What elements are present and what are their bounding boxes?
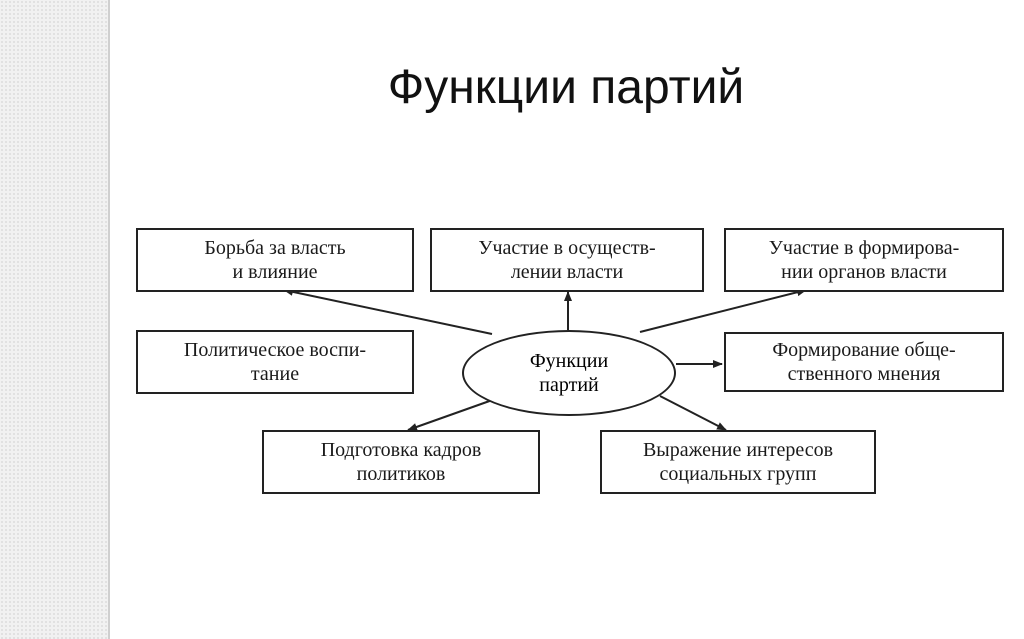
box-group-interests: Выражение интересов социальных групп (600, 430, 876, 494)
box-political-education: Политическое воспи- тание (136, 330, 414, 394)
arrow-to-interests (659, 395, 727, 431)
center-ellipse-party-functions: Функции партий (462, 330, 676, 416)
box-struggle-for-power: Борьба за власть и влияние (136, 228, 414, 292)
arrow-to-formation (639, 288, 807, 333)
box-public-opinion: Формирование обще- ственного мнения (724, 332, 1004, 392)
arrow-to-cadres (407, 397, 499, 431)
arrow-to-struggle (283, 287, 493, 335)
box-exercise-of-power: Участие в осуществ- лении власти (430, 228, 704, 292)
box-cadre-training: Подготовка кадров политиков (262, 430, 540, 494)
slide-title: Функции партий (387, 61, 745, 114)
left-decorative-strip (0, 0, 110, 639)
box-formation-of-authorities: Участие в формирова- нии органов власти (724, 228, 1004, 292)
